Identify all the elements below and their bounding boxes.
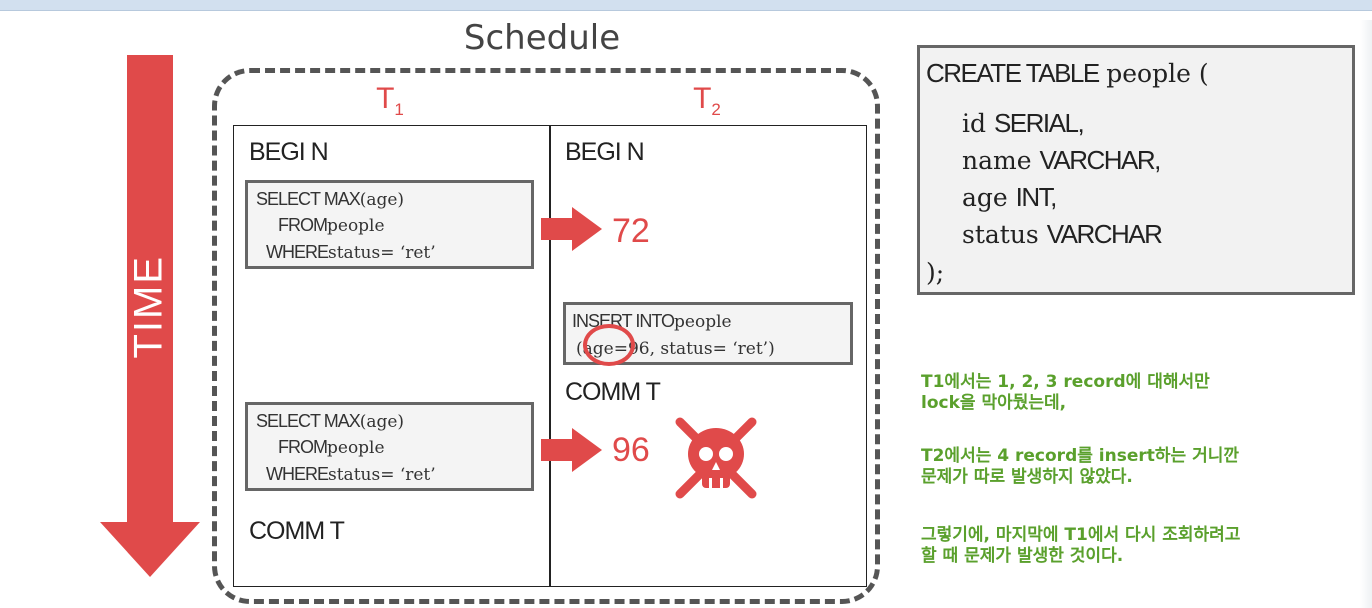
time-arrow-shaft <box>127 55 173 527</box>
t1-q2-text-2: people <box>327 438 385 458</box>
code-keyword-line-4: INT, <box>1015 182 1058 212</box>
code-keyword-line-5: VARCHAR <box>1046 219 1163 249</box>
code-text-line-3: name <box>962 146 1040 175</box>
top-bar-rule <box>0 10 1372 11</box>
arrow-right-icon <box>572 428 602 472</box>
skull-crossbones-icon <box>675 417 757 499</box>
time-arrow-head-icon <box>100 522 200 577</box>
t1-q2-text-3: status= ‘ret’ <box>328 465 436 485</box>
column-header-t1: T1 <box>360 82 420 120</box>
t1-q1-keyword-3: WHERE <box>266 242 329 262</box>
t1-q1-keyword-2: FROM <box>278 215 328 235</box>
t1-q2-keyword-3: WHERE <box>266 464 329 484</box>
result-arrow-2-shaft <box>541 439 573 461</box>
note-p3-line-2: 할 때 문제가 발생한 것이다. <box>921 546 1124 566</box>
note-p2-line-1: T2에서는 4 record를 insert하는 거니깐 <box>921 446 1239 466</box>
t1-q2-keyword-2: FROM <box>278 437 328 457</box>
result-arrow-1-shaft <box>541 218 573 240</box>
t1-begin: BEGI N <box>249 138 329 166</box>
schedule-title: Schedule <box>463 18 621 58</box>
result-first: 72 <box>612 212 650 250</box>
code-keyword-create-table: CREATE TABLE <box>926 58 1100 88</box>
t1-q2-keyword-1: SELECT MAX <box>256 411 361 431</box>
code-keyword-line-3: VARCHAR, <box>1039 145 1161 175</box>
t2-commit: COMM T <box>565 378 661 406</box>
t1-commit: COMM T <box>249 517 345 545</box>
highlight-circle <box>583 324 635 366</box>
column-header-t2: T2 <box>677 82 737 120</box>
top-bar <box>0 0 1372 10</box>
create-table-code: CREATE TABLE people ( id SERIAL, name VA… <box>917 45 1355 295</box>
column-header-t1-sub: 1 <box>394 100 404 119</box>
result-second: 96 <box>612 431 650 469</box>
code-keyword-line-2: SERIAL, <box>993 108 1085 138</box>
code-text-line-5: status <box>962 220 1047 249</box>
t1-query-2: SELECT MAX(age) FROMpeople WHEREstatus= … <box>245 402 534 491</box>
column-header-t2-sub: 2 <box>711 100 721 119</box>
t1-q1-text-1: (age) <box>359 190 405 210</box>
t1-q1-text-3: status= ‘ret’ <box>328 243 436 263</box>
code-text-line-2: id <box>962 109 994 138</box>
note-paragraph-2: T2에서는 4 record를 insert하는 거니깐 문제가 따로 발생하지… <box>921 446 1239 488</box>
note-p3-line-1: 그렇기에, 마지막에 T1에서 다시 조회하려고 <box>921 525 1241 545</box>
t2-begin: BEGI N <box>565 138 645 166</box>
code-text-line-4: age <box>962 183 1016 212</box>
note-p1-line-1: T1에서는 1, 2, 3 record에 대해서만 <box>921 372 1210 392</box>
column-divider <box>549 125 551 587</box>
note-paragraph-3: 그렇기에, 마지막에 T1에서 다시 조회하려고 할 때 문제가 발생한 것이다… <box>921 525 1240 567</box>
note-paragraph-1: T1에서는 1, 2, 3 record에 대해서만 lock을 막아뒀는데, <box>921 372 1210 414</box>
t1-q1-keyword-1: SELECT MAX <box>256 189 361 209</box>
t2-insert-text-1: people <box>674 312 732 332</box>
note-p2-line-2: 문제가 따로 발생하지 않았다. <box>921 467 1133 487</box>
t1-q2-text-1: (age) <box>359 412 405 432</box>
code-text-line-6: ); <box>926 258 945 287</box>
column-header-t1-name: T <box>376 82 395 115</box>
arrow-right-icon <box>572 207 602 251</box>
time-label: TIME <box>126 254 171 359</box>
schedule-frame <box>212 68 880 604</box>
note-p1-line-2: lock을 막아뒀는데, <box>921 393 1067 413</box>
code-text-line-1: people ( <box>1106 59 1209 88</box>
right-edge-strip <box>1360 20 1372 608</box>
t1-q1-text-2: people <box>327 216 385 236</box>
t1-query-1: SELECT MAX(age) FROMpeople WHEREstatus= … <box>245 180 534 269</box>
column-header-t2-name: T <box>693 82 712 115</box>
